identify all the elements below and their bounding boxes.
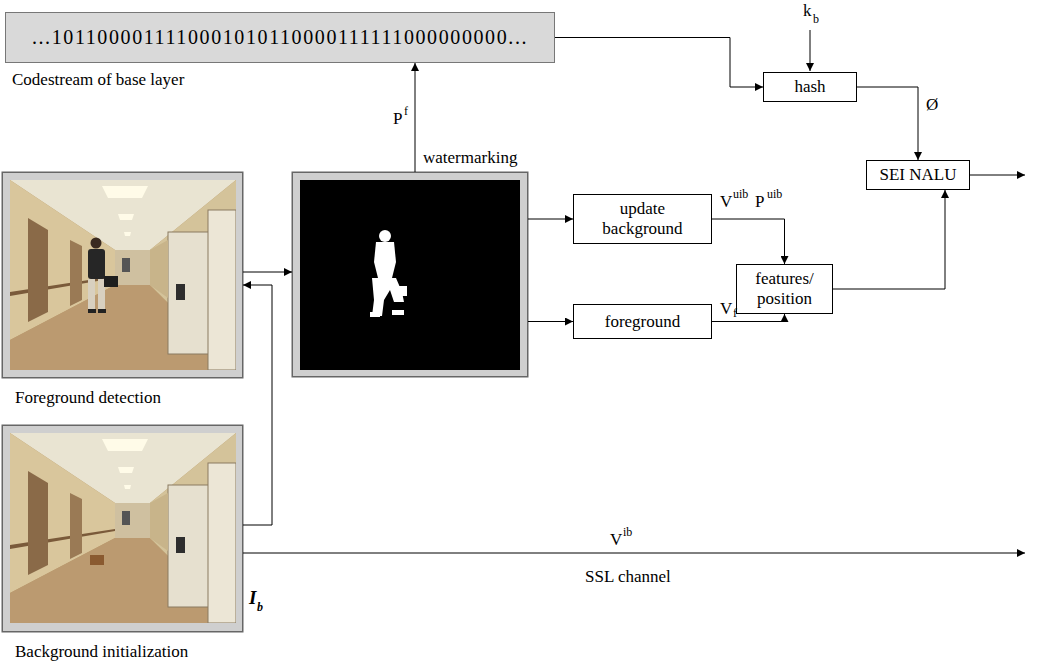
image-frame: Background initialization [2,425,243,632]
caption: Codestream of base layer [12,70,184,90]
connector [415,63,416,172]
connector [243,272,292,273]
signal-label: uib [733,188,748,200]
signal-label: f [404,105,408,117]
process-box: SEI NALU [866,160,970,190]
caption: Foreground detection [15,388,161,408]
caption: Background initialization [15,642,188,662]
signal-label: b [813,13,819,25]
connector [833,190,945,289]
caption: watermarking [423,148,517,168]
signal-label: b [257,601,263,613]
signal-label: V [610,531,622,548]
signal-label: V [720,300,732,317]
node-label: features/ position [746,269,824,308]
signal-label: ib [623,526,632,538]
node-label: foreground [605,312,681,332]
signal-label: uib [767,188,782,200]
node-label: ...1011000011110001010110000111111000000… [32,26,528,49]
image-frame: Foreground detection [2,172,243,378]
signal-label: I [249,588,256,607]
signal-label: k [803,2,812,19]
signal-label: V [720,193,732,210]
process-box: foreground [573,304,712,339]
process-box: hash [763,72,857,102]
connector [712,219,785,264]
node-label: hash [794,77,825,97]
image-frame: watermarking [292,172,528,377]
process-box: update background [573,194,712,244]
connector [555,38,763,88]
node-label: SEI NALU [880,165,957,185]
connector [528,219,573,220]
signal-label: P [755,193,764,210]
signal-label: SSL channel [585,568,671,585]
process-box: features/ position [736,264,833,314]
connector [243,285,272,525]
connector [528,321,573,322]
codestream-band: ...1011000011110001010110000111111000000… [5,12,555,63]
node-label: update background [593,199,693,238]
signal-label: Ø [926,96,938,113]
connector [857,87,918,160]
signal-label: P [393,110,402,127]
signal-label: f [733,307,737,319]
